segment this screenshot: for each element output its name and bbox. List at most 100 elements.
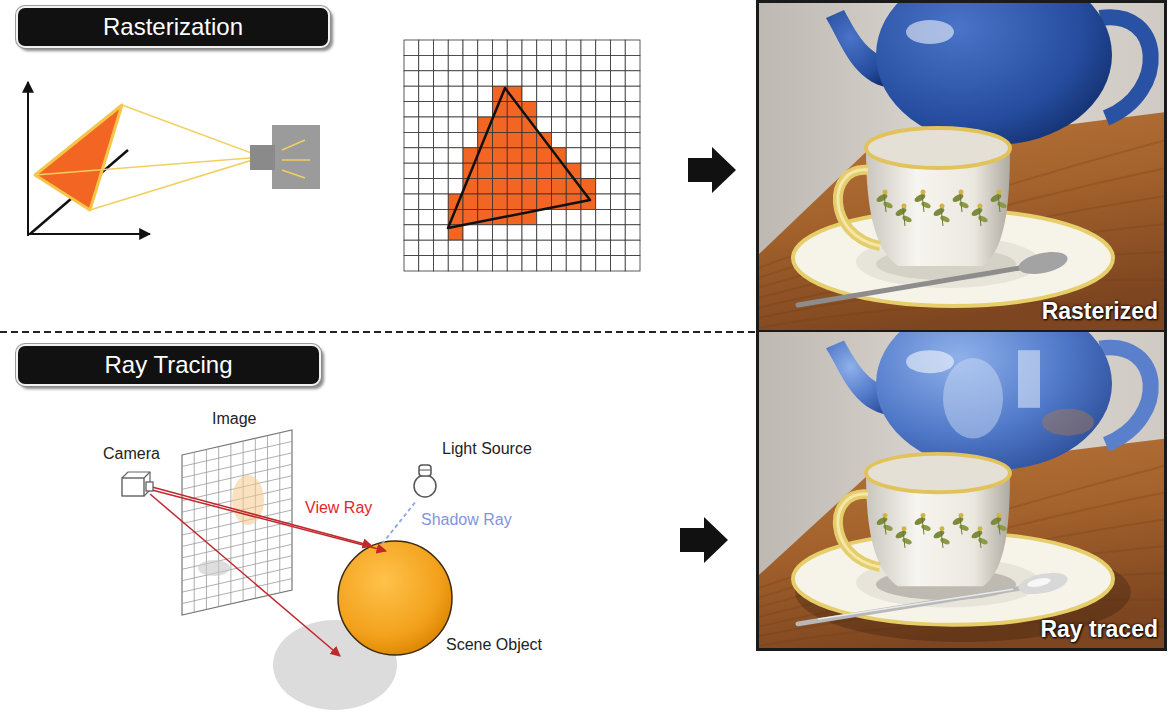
image-plane xyxy=(182,544,292,569)
rendered-photo xyxy=(998,194,1000,212)
pixel-grid xyxy=(581,132,596,147)
pixel-grid xyxy=(419,256,434,271)
rendered-photo xyxy=(940,526,945,531)
rendered-photo xyxy=(913,516,926,527)
rendered-photo xyxy=(1026,576,1051,588)
pixel-grid xyxy=(404,40,419,55)
pixel-grid xyxy=(434,256,449,271)
pixel-grid xyxy=(478,179,493,194)
rendered-photo xyxy=(902,204,907,209)
pixel-grid xyxy=(404,240,419,255)
projection-line xyxy=(35,157,262,175)
pixel-grid xyxy=(507,55,522,70)
camera-symbol xyxy=(250,125,320,189)
rendered-photo xyxy=(906,20,954,44)
pixel-grid xyxy=(493,55,508,70)
pixel-grid xyxy=(419,209,434,224)
pixel-grid xyxy=(566,240,581,255)
flow-arrow xyxy=(688,147,736,193)
pixel-grid xyxy=(611,225,626,240)
rendered-photo xyxy=(977,215,988,224)
pixel-grid xyxy=(581,225,596,240)
render-panel: Ray traced xyxy=(758,331,1166,649)
pixel-grid xyxy=(404,256,419,271)
rendered-photo xyxy=(970,529,983,540)
pixel-grid xyxy=(537,256,552,271)
label-holder: Scene Object xyxy=(446,636,542,654)
rendered-photo xyxy=(970,206,983,217)
pixel-grid xyxy=(522,40,537,55)
rendered-photo xyxy=(1042,409,1094,436)
rendered-photo xyxy=(876,0,1112,145)
pixel-grid xyxy=(493,194,508,209)
pixel-grid xyxy=(478,194,493,209)
ray-label: Shadow Ray xyxy=(421,511,512,529)
pixel-grid xyxy=(522,55,537,70)
rendered-photo xyxy=(920,201,931,210)
pixel-grid xyxy=(611,55,626,70)
pixel-grid xyxy=(581,102,596,117)
pixel-grid xyxy=(566,86,581,101)
pixel-grid xyxy=(419,71,434,86)
pixel-grid xyxy=(493,240,508,255)
pixel-grid xyxy=(611,240,626,255)
scene-sphere xyxy=(338,541,452,655)
camera-symbol xyxy=(122,478,144,496)
camera-symbol xyxy=(282,170,305,178)
rendered-photo xyxy=(758,331,1166,649)
pixel-grid xyxy=(566,148,581,163)
pixel-grid xyxy=(404,102,419,117)
rendered-photo xyxy=(940,204,945,209)
projection-line xyxy=(122,105,262,157)
pixel-grid xyxy=(625,40,640,55)
label-holder: Shadow Ray xyxy=(421,511,512,529)
pixel-grid xyxy=(434,86,449,101)
node-text: Ray traced xyxy=(1040,616,1158,643)
pixel-grid xyxy=(419,117,434,132)
image-plane xyxy=(182,533,292,558)
part-label: Image xyxy=(212,410,256,428)
rendered-photo xyxy=(866,454,1010,492)
pixel-grid xyxy=(522,179,537,194)
shadow-ray xyxy=(382,500,417,544)
pixel-grid xyxy=(507,40,522,55)
pixel-grid xyxy=(478,225,493,240)
shadow-ray xyxy=(382,500,417,544)
pixel-grid xyxy=(611,86,626,101)
rendered-photo xyxy=(884,517,886,534)
section-heading: Rasterization xyxy=(16,6,330,48)
rendered-photo xyxy=(978,526,983,531)
pixel-grid xyxy=(448,40,463,55)
pixel-grid xyxy=(566,256,581,271)
pixel-grid xyxy=(611,40,626,55)
pixel-grid xyxy=(537,240,552,255)
rendered-photo xyxy=(989,192,1002,203)
pixel-grid xyxy=(478,163,493,178)
rendered-photo xyxy=(798,268,1020,305)
pixel-grid xyxy=(478,40,493,55)
pixel-grid xyxy=(434,40,449,55)
pixel-grid xyxy=(552,40,567,55)
pixel-grid xyxy=(448,179,463,194)
pixel-grid xyxy=(522,225,537,240)
rendered-photo xyxy=(906,350,954,373)
pixel-grid xyxy=(596,256,611,271)
view-ray xyxy=(152,490,386,551)
part-label: Camera xyxy=(103,445,160,463)
pixel-grid xyxy=(434,163,449,178)
rendered-photo xyxy=(959,513,964,518)
rendered-photo xyxy=(959,190,964,195)
pixel-grid xyxy=(552,132,567,147)
pixel-grid xyxy=(493,40,508,55)
pixel-grid xyxy=(581,71,596,86)
image-plane xyxy=(182,521,292,546)
view-ray xyxy=(152,487,372,546)
rendered-photo xyxy=(932,206,945,217)
pixel-grid xyxy=(581,148,596,163)
pixel-grid xyxy=(419,86,434,101)
camera-symbol xyxy=(272,125,320,189)
pixel-grid xyxy=(537,102,552,117)
rendered-photo xyxy=(997,190,1002,195)
pixel-grid xyxy=(611,148,626,163)
rendered-photo xyxy=(882,201,893,210)
